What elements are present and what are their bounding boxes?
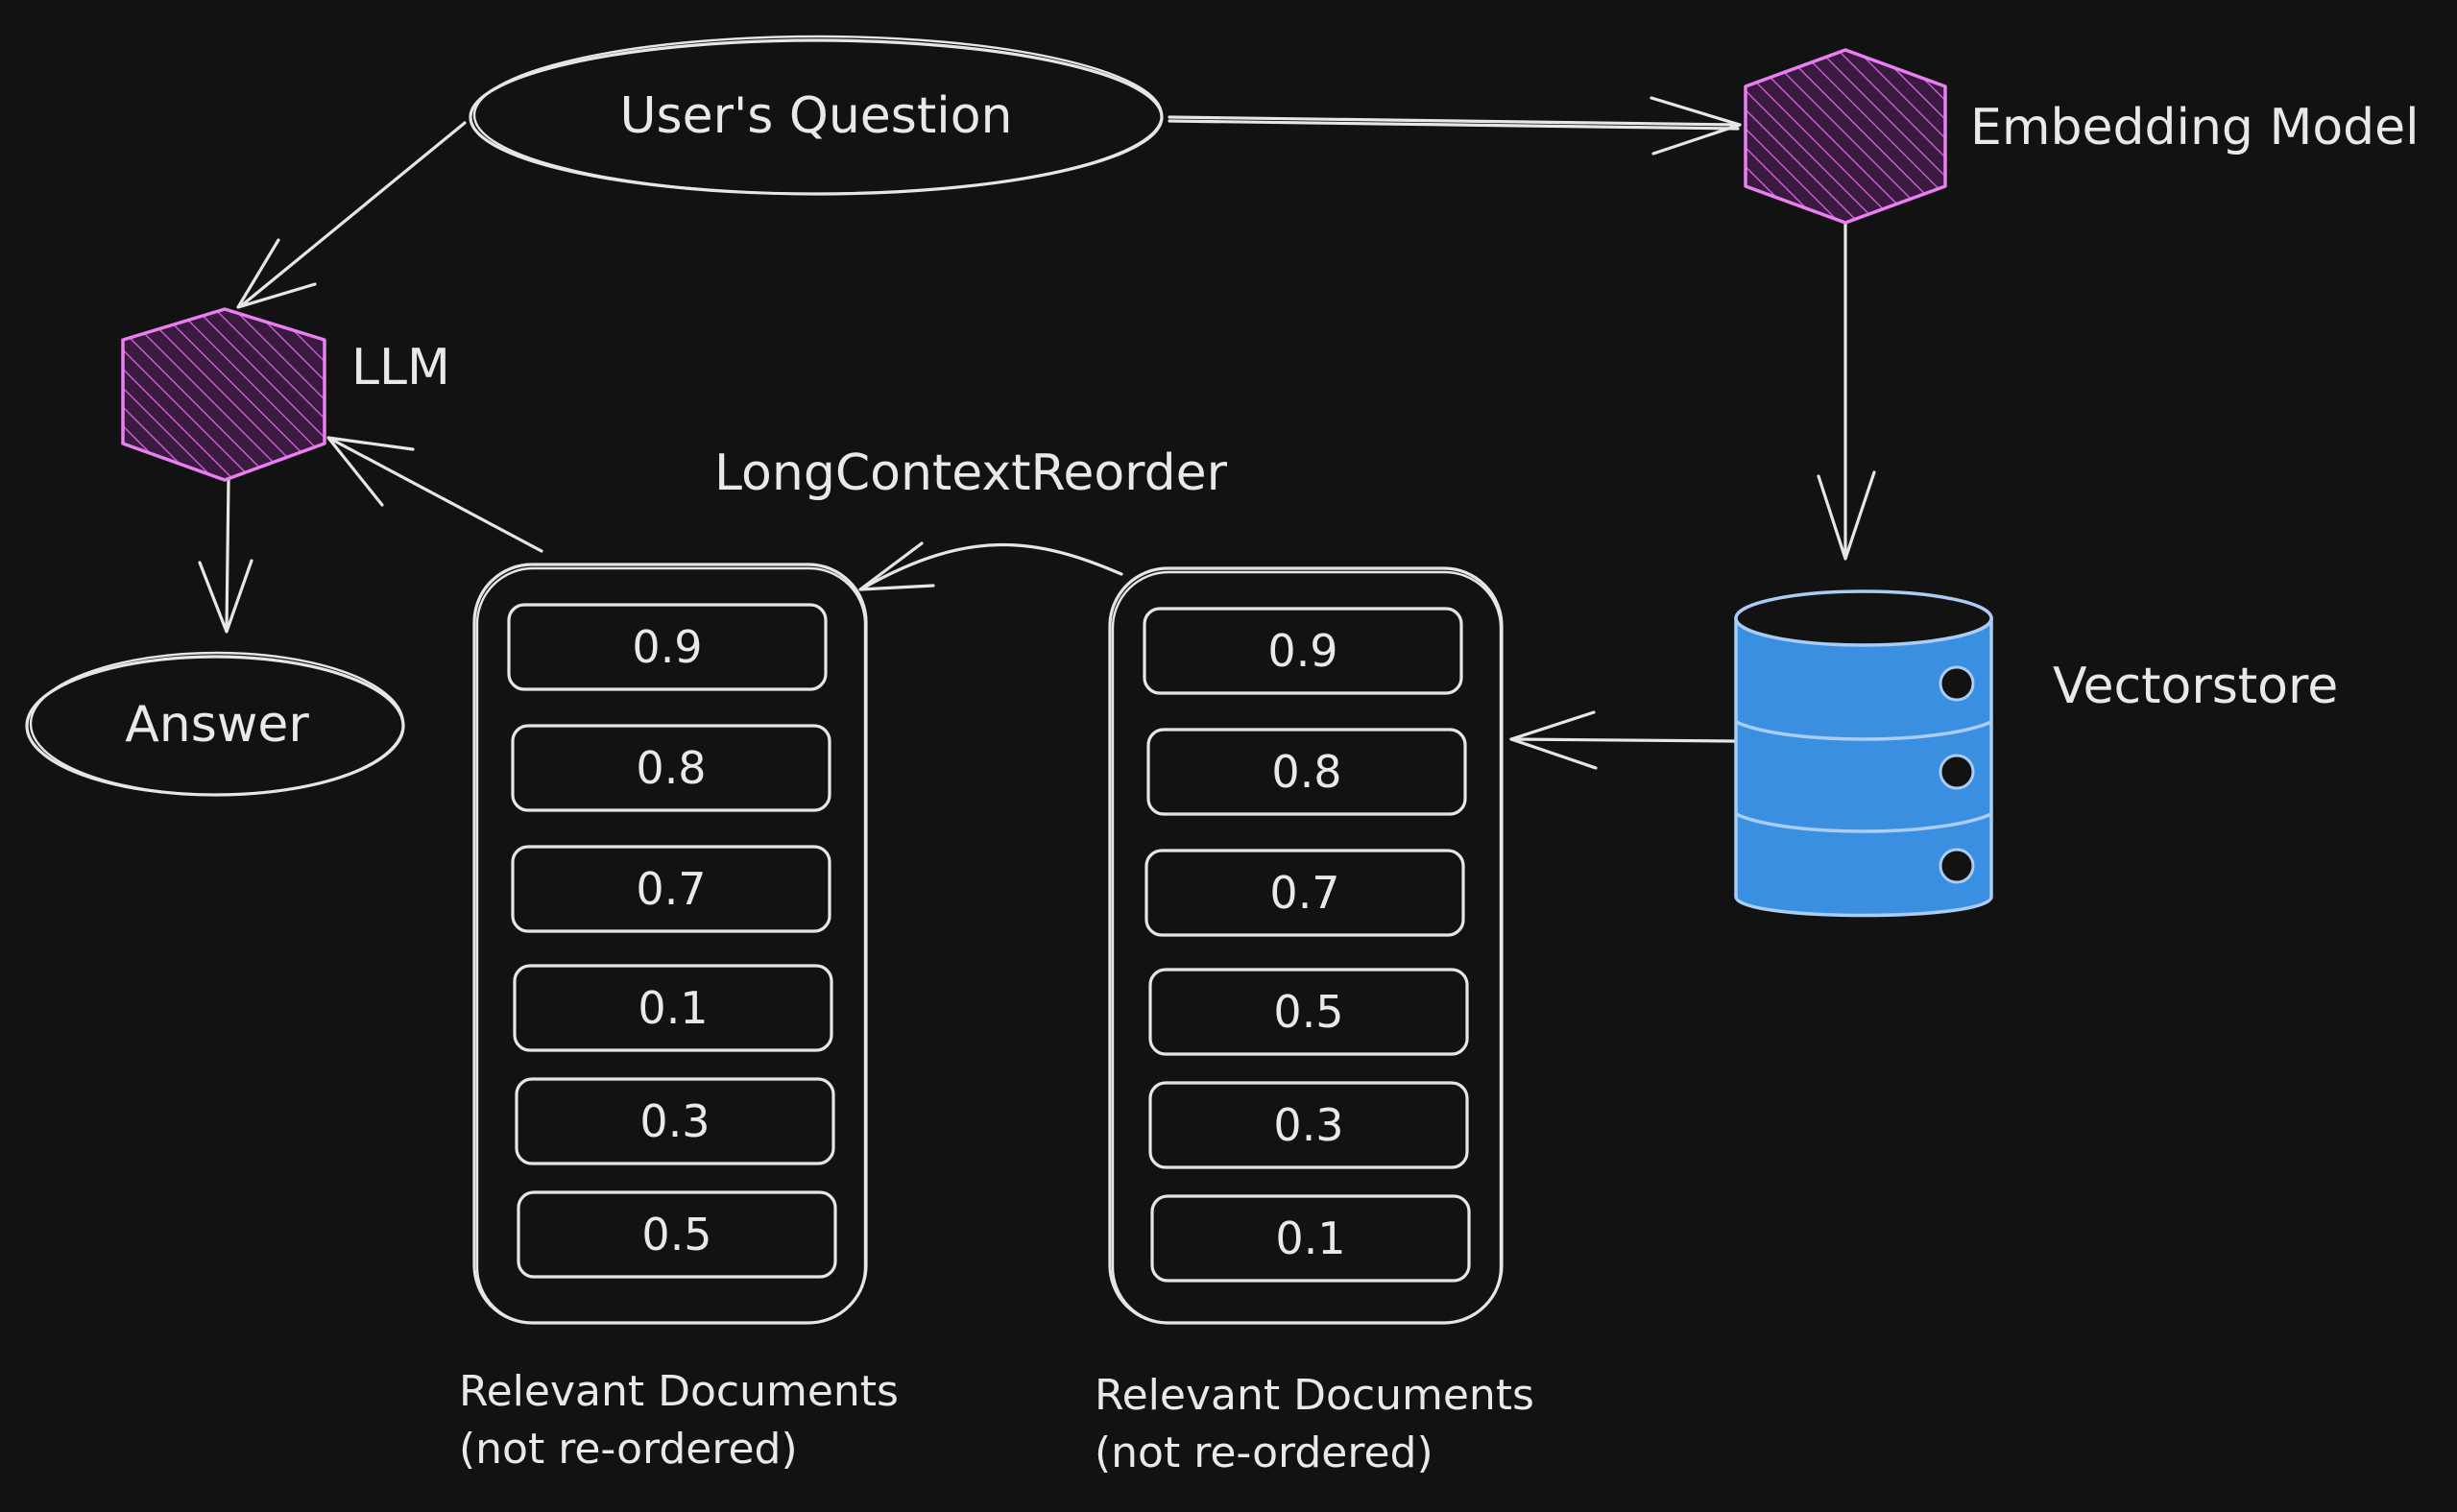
document-cell: 0.9 [1143, 607, 1463, 695]
document-score: 0.7 [1269, 867, 1339, 919]
edge-documents-to-llm [326, 436, 543, 553]
question-label: User's Question [619, 87, 1012, 145]
document-cell: 0.7 [1144, 849, 1465, 937]
reorder-label: LongContextReorder [714, 444, 1228, 502]
document-cell: 0.8 [1146, 728, 1467, 816]
document-cell: 0.8 [511, 724, 831, 812]
document-score: 0.3 [639, 1095, 710, 1147]
document-cell: 0.1 [1150, 1194, 1471, 1283]
llm-label: LLM [351, 339, 450, 396]
edge-question-to-embedding [1168, 96, 1742, 156]
document-score: 0.8 [636, 742, 706, 794]
document-cell: 0.7 [511, 845, 831, 933]
answer-label: Answer [125, 696, 309, 754]
vectorstore-label: Vectorstore [2053, 658, 2338, 715]
stack-caption-note: (not re-ordered) [1095, 1428, 1433, 1477]
database-top [1734, 589, 1993, 647]
document-score: 0.7 [636, 863, 706, 915]
stack-caption: Relevant Documents [459, 1367, 899, 1416]
document-cell: 0.5 [517, 1190, 837, 1279]
embedding-model-label: Embedding Model [1970, 99, 2420, 156]
document-stack-original: 0.9 0.8 0.7 0.5 0.3 0.1 Relevant Documen… [1095, 566, 1534, 1477]
edge-llm-to-answer [198, 478, 253, 634]
document-score: 0.3 [1273, 1099, 1343, 1151]
document-score: 0.9 [1267, 625, 1337, 677]
embedding-model-hexagon [1744, 48, 1947, 225]
document-score: 0.5 [641, 1209, 711, 1260]
answer-node: Answer [25, 651, 405, 797]
edge-vectorstore-to-documents [1509, 710, 1736, 770]
stack-caption: Relevant Documents [1095, 1371, 1534, 1420]
document-stack-reordered: 0.9 0.8 0.7 0.1 0.3 0.5 Relevant Documen… [459, 563, 899, 1474]
document-score: 0.1 [1275, 1212, 1345, 1264]
document-score: 0.1 [638, 982, 708, 1034]
document-cell: 0.3 [1148, 1081, 1469, 1169]
document-cell: 0.9 [507, 603, 828, 691]
embedding-model-node: Embedding Model [1744, 48, 2420, 225]
document-score: 0.8 [1271, 746, 1341, 798]
document-cell: 0.1 [513, 964, 833, 1052]
edge-embedding-to-vectorstore [1817, 221, 1876, 561]
llm-hexagon [121, 307, 326, 482]
vectorstore-node: Vectorstore [1734, 589, 2338, 918]
document-cell: 0.3 [515, 1077, 835, 1165]
edge-question-to-llm [236, 121, 467, 309]
database-indicator [1939, 848, 1975, 884]
database-body [1734, 616, 1993, 918]
document-cell: 0.5 [1148, 968, 1469, 1056]
document-score: 0.9 [632, 621, 702, 673]
question-node: User's Question [469, 35, 1164, 196]
database-indicator [1939, 665, 1975, 702]
stack-caption-note: (not re-ordered) [459, 1425, 798, 1474]
document-score: 0.5 [1273, 986, 1343, 1038]
edge-reorder [858, 541, 1123, 591]
database-indicator [1939, 754, 1975, 790]
llm-node: LLM [121, 307, 450, 482]
